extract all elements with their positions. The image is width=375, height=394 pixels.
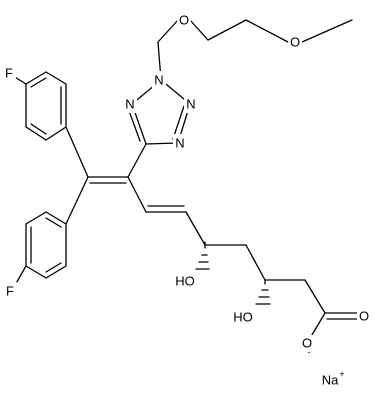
hashed-wedge-c5 [195,241,210,270]
bond-tetrazole-4-inner [172,105,185,140]
fluorine-bottom-label: F [6,284,14,299]
bond-chain-3 [245,244,266,281]
ether-oxygen-1-label: O [179,13,189,28]
bond-alkene-to-vinyl [127,176,147,213]
bond-o2-ch3 [301,19,353,43]
carbonyl-oxygen-label: O [359,309,369,324]
bond-chain-1 [185,211,206,246]
bond-ring-b-1 [45,211,67,225]
bond-layer [9,19,359,341]
hydroxyl-c3-label: HO [233,310,253,325]
fluorine-top-label: F [5,66,13,81]
tetrazole-n-left-label: N [125,97,134,112]
bond-o1-c [189,19,209,41]
bond-ring-b-to-alkene [65,176,89,225]
carboxylate-charge-label: - [308,347,311,357]
bond-ring-b-inner-1 [45,217,62,228]
hashed-wedge-c3 [255,279,271,305]
bond-ring-a-2 [45,71,67,85]
bond-ring-a-4 [45,126,67,141]
bond-ring-a-inner-1 [30,77,47,88]
bond-chain-5 [304,279,326,314]
carboxylate-oxygen-label: O [302,336,312,351]
bond-c-c [207,19,247,41]
stereo-wedges [195,241,271,305]
bond-ring-a-to-alkene [65,126,89,178]
ether-oxygen-2-label: O [290,35,300,50]
bond-ring-b-4 [25,265,47,279]
bond-tetrazole-1-inner [127,107,141,142]
sodium-counterion-label: Na [322,373,339,388]
hydroxyl-c5-label: HO [175,274,195,289]
bond-ring-b-3 [45,265,67,279]
sodium-charge-label: + [339,369,344,379]
bond-alkene-to-tetrazole [127,143,147,178]
bond-ring-a-1 [25,71,47,85]
bond-ch2-o1 [157,19,179,43]
bond-c-o2 [245,19,289,43]
bond-ring-a-inner-3 [30,123,47,135]
bond-ring-b-inner-2 [45,262,62,273]
atom-labels: F F O O N N N N HO HO O O - Na + [2,11,371,388]
tetrazole-n-bottom-label: N [175,136,184,151]
tetrazole-n-substituted-label: N [154,73,163,88]
bond-ring-b-6 [25,211,47,225]
bond-tetrazole-5 [145,142,179,145]
bond-ring-a-5 [25,126,47,141]
tetrazole-n-right-label: N [186,97,195,112]
